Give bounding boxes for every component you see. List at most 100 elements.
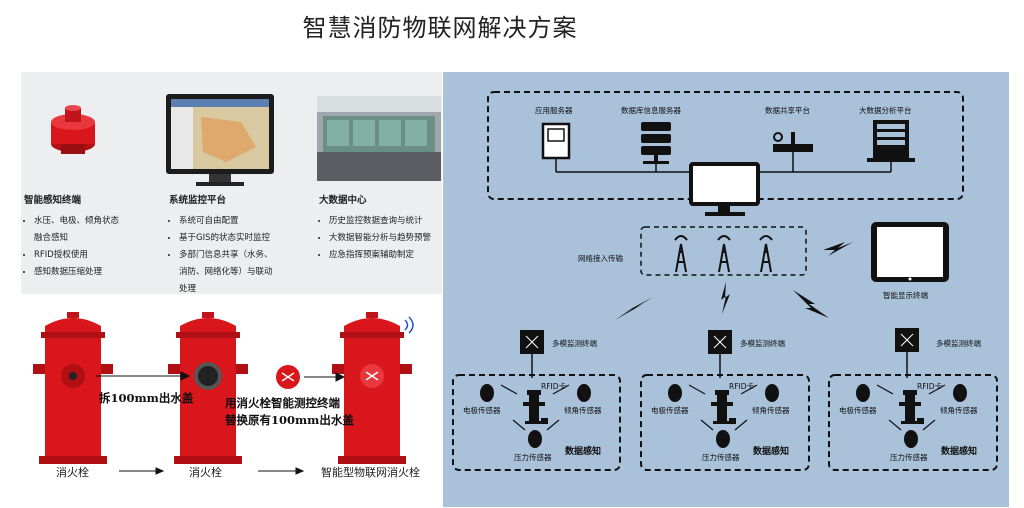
smart-terminal-icon: [276, 365, 300, 389]
server-label: 数据库信息服务器: [621, 106, 681, 115]
feature-item: 水压、电极、倾角状态: [34, 213, 119, 230]
electrode-sensor-icon: [480, 384, 494, 402]
feature-item: 大数据智能分析与趋势预警: [329, 230, 431, 247]
server-label: 大数据分析平台: [859, 106, 912, 115]
feature-col-sensor: 智能感知终端 水压、电极、倾角状态 融合感知 RFID授权使用 感知数据压缩处理: [24, 192, 119, 281]
pressure-sensor-icon: [528, 430, 542, 448]
tilt-sensor-icon: [765, 384, 779, 402]
display-label: 智能显示终端: [883, 291, 928, 300]
antenna-icon: [759, 235, 773, 273]
pressure-label: 压力传感器: [702, 453, 740, 462]
feature-item: 融合感知: [34, 233, 69, 243]
app-server-icon: [541, 122, 571, 160]
hydrant-label: 消火栓: [189, 466, 222, 479]
access-label: 网络接入传输: [578, 254, 623, 263]
rfid-label: RFID卡: [729, 382, 755, 391]
feature-heading: 智能感知终端: [24, 195, 82, 206]
terminal-label: 多模监测终端: [936, 339, 981, 348]
feature-illustrations: [51, 94, 441, 186]
feature-col-bigdata: 大数据中心 历史监控数据查询与统计 大数据智能分析与趋势预警 应急指挥预案辅助制…: [319, 192, 431, 264]
perception-label: 数据感知: [941, 447, 978, 457]
hydrant-illustrations: [33, 312, 414, 475]
display-terminal-icon: [871, 222, 949, 282]
step-replace-line1: 用消火栓智能测控终端: [225, 396, 340, 410]
pressure-sensor-icon: [716, 430, 730, 448]
feature-item: 系统可自由配置: [179, 213, 273, 230]
electrode-label: 电极传感器: [463, 406, 501, 415]
hydrant-retrofit-panel: 拆100mm出水盖 用消火栓智能测控终端 替换原有100mm出水盖 消火栓 消火…: [21, 296, 442, 508]
lightning-icon: [721, 282, 730, 314]
sensor-cluster-2: [668, 354, 779, 448]
data-center-icon: [317, 96, 441, 181]
step-remove-cap: 拆100mm出水盖: [99, 391, 194, 405]
network-graphics: [452, 91, 998, 471]
electrode-label: 电极传感器: [651, 406, 689, 415]
step-replace-line2: 替换原有100mm出水盖: [225, 413, 354, 427]
feature-item: 应急指挥预案辅助制定: [329, 247, 431, 264]
hydrant-label: 智能型物联网消火栓: [321, 466, 420, 479]
pressure-sensor-icon: [904, 430, 918, 448]
rfid-label: RFID卡: [541, 382, 567, 391]
hydrant-smart-icon: [332, 312, 412, 464]
terminal-label: 多模监测终端: [552, 339, 597, 348]
hydrant-icon: [711, 390, 733, 424]
server-links: [555, 152, 892, 173]
feature-item: 基于GIS的状态实时监控: [179, 230, 273, 247]
electrode-sensor-icon: [856, 384, 870, 402]
hydrant-icon: [523, 390, 545, 424]
sensor-links: [500, 384, 946, 431]
perception-boxes: [452, 374, 998, 471]
sensor-product-icon: [51, 105, 95, 154]
data-share-icon: [773, 132, 813, 152]
hydrant-icon: [899, 390, 921, 424]
terminal-label: 多模监测终端: [740, 339, 785, 348]
feature-item: 处理: [179, 284, 197, 294]
antenna-icons: [674, 235, 773, 273]
pressure-label: 压力传感器: [890, 453, 928, 462]
sensor-cluster-3: [856, 352, 967, 448]
pressure-label: 压力传感器: [514, 453, 552, 462]
access-box: [640, 226, 807, 276]
lightning-icon: [615, 297, 653, 320]
tilt-label: 倾角传感器: [564, 406, 602, 415]
central-monitor-icon: [689, 162, 760, 216]
database-server-icon: [641, 122, 671, 164]
network-diagram: 应用服务器 数据库信息服务器 数据共享平台 大数据分析平台 网络接入传输 智能显…: [443, 72, 1009, 507]
sensor-cluster-1: [480, 354, 591, 448]
rfid-label: RFID卡: [917, 382, 943, 391]
tilt-label: 倾角传感器: [752, 406, 790, 415]
page-title: 智慧消防物联网解决方案: [302, 14, 578, 42]
electrode-label: 电极传感器: [839, 406, 877, 415]
server-label: 数据共享平台: [765, 106, 810, 115]
tilt-sensor-icon: [953, 384, 967, 402]
perception-label: 数据感知: [753, 447, 790, 457]
electrode-sensor-icon: [668, 384, 682, 402]
feature-heading: 系统监控平台: [169, 195, 227, 206]
lightning-icon: [823, 242, 853, 256]
feature-item: 感知数据压缩处理: [34, 264, 119, 281]
bigdata-platform-icon: [867, 120, 915, 162]
antenna-icon: [717, 235, 731, 273]
hydrant-opened-icon: [168, 312, 248, 464]
wireless-links: [615, 242, 853, 320]
lock-icon: [729, 418, 736, 424]
tilt-label: 倾角传感器: [940, 406, 978, 415]
lightning-icon: [793, 290, 829, 318]
hydrant-label: 消火栓: [56, 466, 89, 479]
server-group-box: [487, 91, 964, 200]
hydrant-original-icon: [33, 312, 113, 464]
server-label: 应用服务器: [535, 106, 573, 115]
feature-heading: 大数据中心: [319, 195, 367, 206]
wireless-signal-icon: [404, 316, 414, 334]
feature-item: RFID授权使用: [34, 247, 119, 264]
lock-icon: [917, 418, 924, 424]
lock-icon: [541, 418, 548, 424]
feature-item: 消防、网络化等）与联动: [179, 267, 273, 277]
feature-col-platform: 系统监控平台 系统可自由配置 基于GIS的状态实时监控 多部门信息共享（水务、 …: [169, 192, 273, 298]
antenna-icon: [674, 235, 688, 273]
perception-label: 数据感知: [565, 447, 602, 457]
arrows: [96, 371, 346, 475]
feature-panel: 智能感知终端 水压、电极、倾角状态 融合感知 RFID授权使用 感知数据压缩处理…: [21, 72, 442, 294]
tilt-sensor-icon: [577, 384, 591, 402]
feature-item: 多部门信息共享（水务、: [179, 247, 273, 264]
